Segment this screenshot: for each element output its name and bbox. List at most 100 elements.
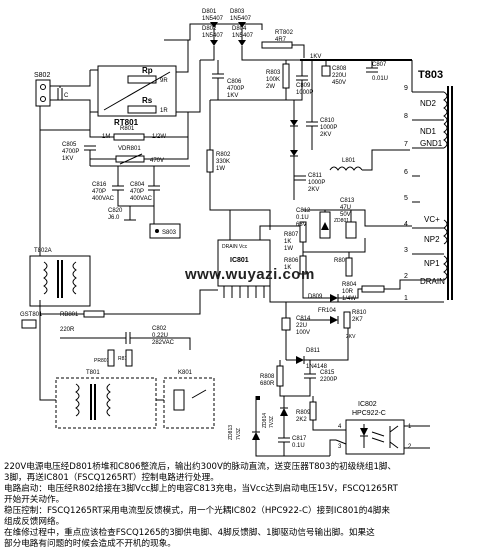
svg-text:4: 4 [404,221,408,228]
svg-text:IC801: IC801 [230,257,249,264]
svg-text:1R: 1R [160,108,168,114]
c806-capacitor: C806 4700P 1KV [212,60,244,100]
power-supply-schematic: S802 C Rp 9R Rs 1R RT801 D801 1N5407 D80… [20,9,453,457]
svg-text:R811: R811 [118,356,130,362]
svg-text:220U: 220U [332,73,346,79]
r801-resistor: R801 1M 1/2W [102,126,166,141]
svg-text:ZD801: ZD801 [334,218,349,224]
svg-text:1N4148: 1N4148 [306,364,328,370]
svg-text:C812: C812 [296,208,311,214]
svg-text:7: 7 [404,141,408,148]
t803-transformer: T803 ND2 ND1 GND1 VC+ NP2 NP1 DRAIN 9 8 … [404,60,453,303]
bridge-rectifier-d801: D801 1N5407 D803 1N5407 D802 1N5407 D804… [164,9,300,61]
svg-text:ZD814: ZD814 [262,413,268,428]
gst801-label: GST801 [20,312,43,329]
svg-text:2K2: 2K2 [296,417,307,423]
svg-text:2W: 2W [266,84,275,90]
r810-extra: 2KV [346,334,356,340]
svg-text:D804: D804 [232,26,247,32]
svg-text:R803: R803 [266,70,281,76]
r809-resistor: R809 2K2 [296,401,317,423]
r802-resistor: R802 330K 1W [206,100,271,230]
svg-text:2KV: 2KV [346,334,356,340]
c808-capacitor: C808 220U 450V [321,65,347,86]
svg-text:8: 8 [404,113,408,120]
svg-text:2200P: 2200P [320,377,337,383]
svg-text:C805: C805 [62,142,77,148]
s802-label: S802 [34,72,50,79]
c805-capacitor: C805 4700P 1KV [62,142,96,166]
svg-text:7V3Z: 7V3Z [269,416,275,428]
r803-resistor: R803 100K 2W [266,63,290,90]
svg-text:50V: 50V [340,212,351,218]
svg-text:220R: 220R [60,327,75,333]
svg-text:C804: C804 [130,182,145,188]
svg-text:D811: D811 [306,348,321,354]
fr104-diode: FR104 [318,308,339,324]
svg-text:R806: R806 [284,258,299,264]
svg-text:470P: 470P [92,189,106,195]
svg-text:T801: T801 [86,370,100,376]
svg-text:9R: 9R [160,78,168,84]
svg-text:NP1: NP1 [424,259,440,268]
svg-text:0.1U: 0.1U [296,215,309,221]
svg-text:ZD813: ZD813 [228,425,234,440]
svg-text:R808: R808 [260,374,275,380]
svg-text:R804: R804 [342,282,357,288]
svg-text:47U: 47U [340,205,351,211]
svg-text:D802: D802 [202,26,217,32]
svg-text:DRAIN: DRAIN [420,277,445,286]
svg-text:R805: R805 [334,258,349,264]
svg-text:4R7: 4R7 [275,37,287,43]
t801-transformer: T801 [55,370,157,429]
svg-text:1N5407: 1N5407 [202,16,224,22]
svg-text:0.1U: 0.1U [292,443,305,449]
svg-text:C807: C807 [372,62,387,68]
rt802-resistor: RT802 4R7 1KV [261,30,321,60]
c-left-capacitor: C [57,88,69,100]
svg-text:D803: D803 [230,9,245,15]
svg-text:R801: R801 [120,126,135,132]
svg-text:VDR801: VDR801 [118,146,141,152]
d811-diode: D811 1N4148 [296,348,328,370]
svg-text:1K: 1K [284,265,291,271]
svg-text:D809: D809 [308,294,323,300]
svg-text:DRAIN Vcc: DRAIN Vcc [222,244,248,250]
c804-capacitor: C804 470P 400VAC [130,182,160,202]
svg-text:Rp: Rp [142,66,153,75]
c811-capacitor: C811 1000P 2KV [294,173,325,193]
svg-text:R809: R809 [296,410,311,416]
svg-text:T802A: T802A [34,248,52,254]
svg-text:C808: C808 [332,66,347,72]
svg-text:3: 3 [404,247,408,254]
c817-capacitor: C817 0.1U [278,436,307,449]
svg-text:C813: C813 [340,198,355,204]
svg-text:J6.0: J6.0 [108,215,120,221]
svg-text:282VAC: 282VAC [152,340,175,346]
caption-line: 在维修过程中，重点应该检查FSCQ1265的3脚供电脚、4脚反馈脚、1脚驱动信号… [4,528,375,538]
svg-text:GND1: GND1 [420,139,443,148]
svg-text:PR801: PR801 [94,358,110,364]
svg-text:D801: D801 [202,9,217,15]
svg-text:2: 2 [404,273,408,280]
svg-text:1N5407: 1N5407 [230,16,252,22]
svg-text:1KV: 1KV [62,156,73,162]
zd813-zener: ZD813 7V3Z [228,425,260,440]
svg-text:VC+: VC+ [424,215,440,224]
svg-text:IC802: IC802 [358,401,377,408]
svg-text:NP2: NP2 [424,235,440,244]
svg-text:GST801: GST801 [20,312,43,318]
caption-line: 3脚，再送IC801（FSCQ1265RT）控制电路进行处理。 [4,473,219,483]
caption-line: 部分电路有问题的时候会造成不开机的现象。 [4,539,176,549]
r808-resistor: R808 680R [260,365,284,387]
caption-line: 电路启动：电压经R802给接在3脚Vcc脚上的电容C813充电，当Vcc达到启动… [4,484,398,494]
svg-text:1: 1 [404,295,408,302]
s802-connector: S802 [34,72,51,107]
svg-text:RB801: RB801 [60,312,79,318]
svg-text:5: 5 [404,195,408,202]
svg-text:C814: C814 [296,316,311,322]
svg-text:C820: C820 [108,208,123,214]
svg-text:1: 1 [408,424,412,430]
svg-text:4: 4 [338,424,342,430]
svg-text:1N5407: 1N5407 [202,33,224,39]
